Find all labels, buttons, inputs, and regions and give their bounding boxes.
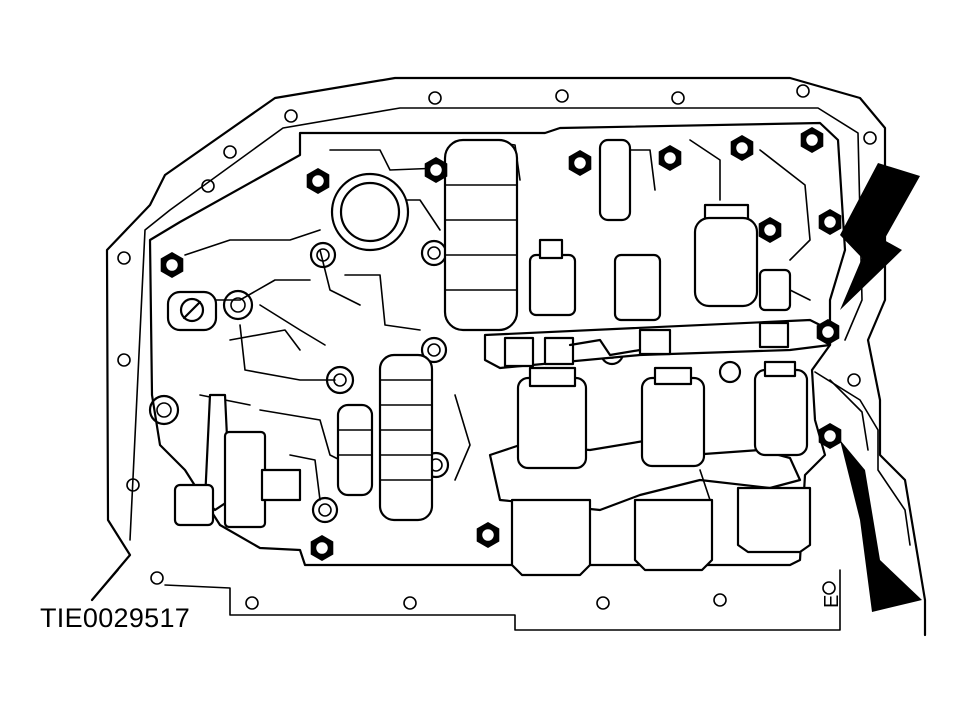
bolt-13-washer [314, 540, 330, 556]
flange-bolt-holes [117, 84, 877, 610]
main-pressure-port [330, 172, 410, 252]
retaining-bolts [160, 127, 842, 561]
bolt-3-washer [572, 155, 588, 171]
figure-id-label: TIE0029517 [40, 603, 191, 633]
bolt-5-washer [734, 140, 750, 156]
bolt-7-washer [822, 214, 838, 230]
wiring-harness [483, 318, 832, 512]
case-cast-mark: E [821, 595, 843, 608]
bolt-6-washer [804, 132, 820, 148]
callout-arrows [840, 163, 922, 612]
bolt-12-washer [480, 527, 496, 543]
oil-tube [814, 371, 911, 546]
callout-arrow-bottom [840, 440, 922, 612]
lower-shift-solenoids [510, 360, 812, 577]
valve-body-outline [148, 121, 847, 567]
bolt-4-washer [662, 150, 678, 166]
bolt-2-washer [428, 162, 444, 178]
bolt-9-washer [164, 257, 180, 273]
fluid-channels [184, 139, 811, 501]
case-lower-rim [164, 569, 841, 631]
bolt-10-washer [820, 324, 836, 340]
bolt-8-washer [762, 222, 778, 238]
callout-arrow-top [840, 163, 920, 310]
upper-solenoids [528, 138, 792, 322]
bolt-1-washer [310, 173, 326, 189]
pressure-switch-connector [173, 393, 302, 529]
case-outer-outline [90, 76, 927, 637]
upper-accumulator-stack [443, 138, 519, 332]
figure-leader-line [91, 569, 119, 601]
left-accumulator-stack [336, 353, 434, 522]
detent-cover [166, 290, 218, 332]
bolt-11-washer [822, 428, 838, 444]
